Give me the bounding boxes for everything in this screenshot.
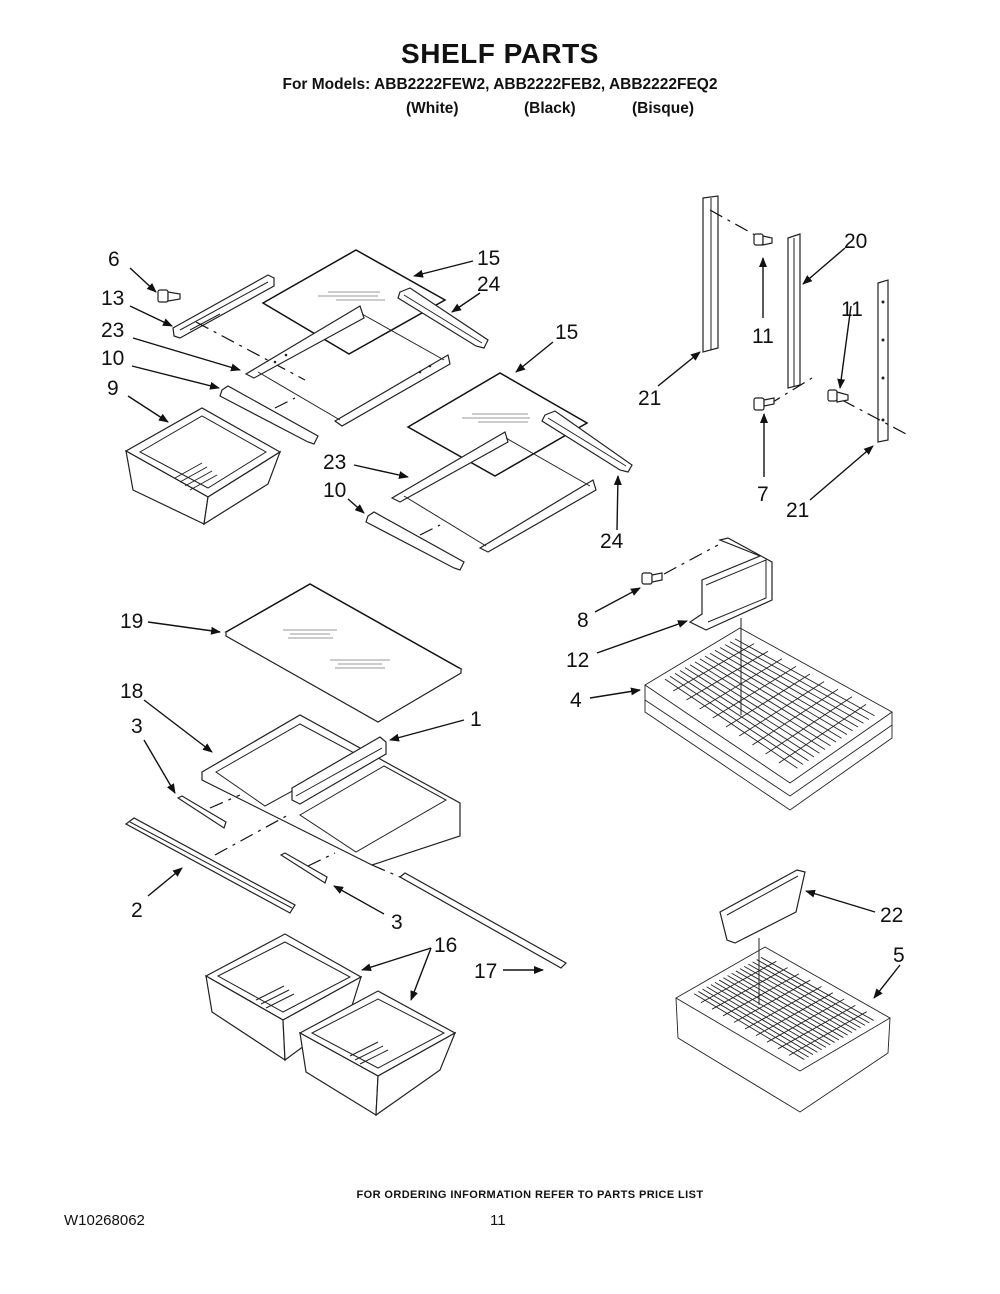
part-4-wire-basket (644, 627, 893, 811)
part-22-basket-divider (719, 869, 806, 944)
callout-15-lower: 15 (555, 321, 579, 344)
part-7-screw (753, 397, 775, 411)
callout-4: 4 (570, 689, 582, 712)
basket-wire (765, 696, 853, 755)
part-1-slide-rail (291, 736, 387, 805)
callout-11-upper: 11 (752, 325, 774, 348)
part-11-screw-upper (753, 233, 773, 246)
page-number: 11 (490, 1212, 506, 1229)
part-21-rail-left (702, 195, 719, 353)
basket-wire (752, 688, 839, 746)
callout-9: 9 (107, 377, 119, 400)
callout-19: 19 (120, 610, 144, 633)
basket-wire (755, 992, 834, 1036)
part-12-basket-divider (688, 537, 773, 631)
part-17-rod (398, 872, 567, 969)
color-bisque: (Bisque) (632, 100, 694, 117)
part-13-shelf-bracket (172, 274, 275, 339)
lower-basket-group (675, 869, 891, 1113)
callout-12: 12 (566, 649, 590, 672)
part-3-clip-right (279, 852, 328, 884)
callout-24-upper: 24 (477, 273, 501, 296)
part-24-rear-rail-lower (541, 410, 633, 473)
callout-6: 6 (108, 248, 120, 271)
basket-wire (788, 1011, 867, 1056)
callout-3-left: 3 (131, 715, 143, 738)
color-black: (Black) (524, 100, 576, 117)
basket-wire (777, 1005, 856, 1050)
part-11-screw-lower (827, 389, 849, 403)
color-white: (White) (406, 100, 459, 117)
callout-22: 22 (880, 904, 904, 927)
callout-21-right: 21 (786, 499, 810, 522)
part-5-wire-basket (675, 946, 891, 1113)
callout-17: 17 (474, 960, 498, 983)
upper-basket-group (641, 537, 893, 811)
basket-wire (700, 960, 777, 1003)
callout-1: 1 (470, 708, 482, 731)
callout-23-upper: 23 (101, 319, 125, 342)
callout-11-lower: 11 (841, 298, 863, 321)
basket-wire (699, 658, 783, 710)
callout-16: 16 (434, 934, 458, 957)
ordering-note: FOR ORDERING INFORMATION REFER TO PARTS … (356, 1189, 704, 1201)
callout-2: 2 (131, 899, 143, 922)
callout-24-lower: 24 (600, 530, 624, 553)
models-line: For Models: ABB2222FEW2, ABB2222FEB2, AB… (282, 76, 718, 93)
part-9-crisper-drawer (124, 407, 282, 526)
part-18-crisper-frame (201, 714, 461, 866)
callout-21-left: 21 (638, 387, 662, 410)
crisper-drawers-group (204, 933, 457, 1117)
callout-10-upper: 10 (101, 347, 125, 370)
shelf-rails-group (702, 195, 909, 443)
basket-wire (778, 704, 867, 764)
part-20-rail-center (787, 233, 801, 389)
document-number: W10268062 (64, 1212, 145, 1229)
basket-wire (672, 643, 755, 692)
callout-23-lower: 23 (323, 451, 347, 474)
middle-shelf-assembly (365, 372, 633, 571)
part-16-crisper-drawer-right (298, 990, 457, 1117)
part-8-screw (641, 572, 663, 585)
basket-wire (722, 973, 800, 1017)
upper-shelf-assembly (124, 249, 489, 526)
callout-10-lower: 10 (323, 479, 347, 502)
callout-7: 7 (757, 483, 769, 506)
basket-wire (733, 979, 811, 1023)
callout-5: 5 (893, 944, 905, 967)
part-23-shelf-frame-lower (390, 431, 597, 553)
callout-3-right: 3 (391, 911, 403, 934)
callout-20: 20 (844, 230, 868, 253)
basket-wire (686, 650, 769, 701)
callout-8: 8 (577, 609, 589, 632)
part-10-front-trim-lower (365, 511, 465, 571)
basket-wire (712, 666, 797, 719)
basket-wire (711, 967, 788, 1010)
part-23-shelf-frame-upper (244, 305, 451, 427)
basket-wire (744, 986, 822, 1030)
part-3-clip-left (176, 795, 227, 829)
callout-18: 18 (120, 680, 144, 703)
crisper-cover-group (124, 583, 567, 969)
part-24-rear-rail-upper (397, 287, 489, 349)
part-19-glass-cover (224, 583, 463, 723)
basket-wire (738, 681, 825, 737)
part-2-front-trim (124, 817, 296, 914)
basket-wire (766, 998, 845, 1043)
leader-lines (127, 247, 901, 1001)
part-6-screw (157, 289, 181, 303)
part-21-rail-right (877, 279, 889, 443)
callout-15-upper: 15 (477, 247, 501, 270)
basket-wire (725, 673, 811, 728)
part-10-front-trim-upper (219, 385, 319, 445)
callout-13: 13 (101, 287, 125, 310)
page-title: SHELF PARTS (401, 38, 599, 69)
